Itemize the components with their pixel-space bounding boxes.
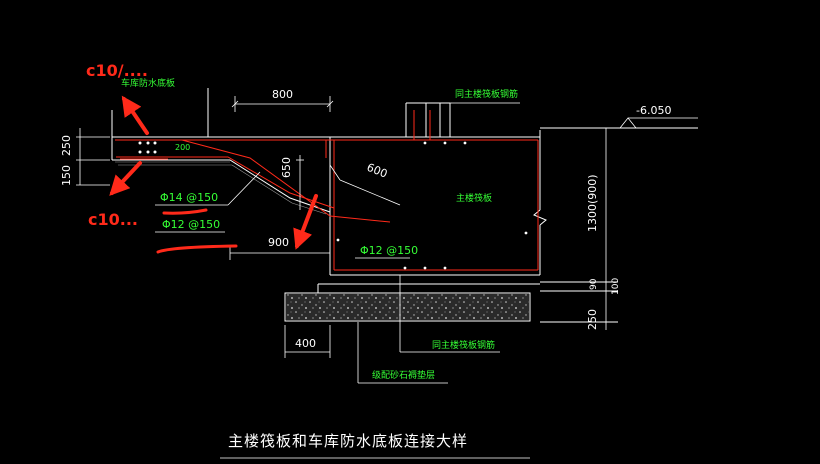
dim-250-left: 250 bbox=[60, 135, 73, 156]
annotation-bottom: c10... bbox=[88, 210, 138, 229]
gravel-cushion-fill bbox=[286, 294, 529, 320]
rebar-phi14: Φ14 @150 bbox=[160, 191, 218, 204]
rebar-lines bbox=[115, 110, 539, 271]
red-annotations bbox=[109, 95, 318, 254]
arrow-top bbox=[121, 95, 149, 135]
dim-100: 100 bbox=[611, 278, 621, 295]
dim-600: 600 bbox=[365, 161, 389, 181]
dim-800: 800 bbox=[272, 88, 293, 101]
gravel-cushion-label: 级配砂石褥垫层 bbox=[372, 369, 435, 381]
dim-90: 90 bbox=[589, 278, 599, 290]
rebar-phi12-right: Φ12 @150 bbox=[360, 244, 418, 257]
arrow-bottom bbox=[109, 161, 142, 196]
dim-900: 900 bbox=[268, 236, 289, 249]
rebar-dots bbox=[138, 141, 528, 270]
elevation-label: -6.050 bbox=[636, 104, 671, 117]
dim-400: 400 bbox=[295, 337, 316, 350]
garage-slab-label: 车库防水底板 bbox=[121, 77, 175, 89]
dim-150-left: 150 bbox=[60, 165, 73, 186]
underline-2 bbox=[156, 244, 238, 254]
small-200-label: 200 bbox=[175, 143, 190, 152]
structure-lines bbox=[111, 88, 698, 323]
dim-250-right: 250 bbox=[586, 309, 599, 330]
dim-650: 650 bbox=[280, 157, 293, 178]
annotation-top: c10/.... bbox=[86, 61, 148, 80]
dim-1300: 1300(900) bbox=[586, 174, 599, 232]
slab-cushion-hatch bbox=[115, 161, 327, 215]
drawing-title: 主楼筏板和车库防水底板连接大样 bbox=[228, 432, 468, 450]
rebar-phi12-left: Φ12 @150 bbox=[162, 218, 220, 231]
same-as-main-bottom-label: 同主楼筏板钢筋 bbox=[432, 339, 495, 351]
underline-1 bbox=[162, 208, 208, 215]
same-as-main-top-label: 同主楼筏板钢筋 bbox=[455, 88, 518, 100]
arrow-right bbox=[293, 194, 318, 250]
dimension-lines bbox=[76, 96, 698, 459]
main-raft-label: 主楼筏板 bbox=[456, 192, 492, 204]
